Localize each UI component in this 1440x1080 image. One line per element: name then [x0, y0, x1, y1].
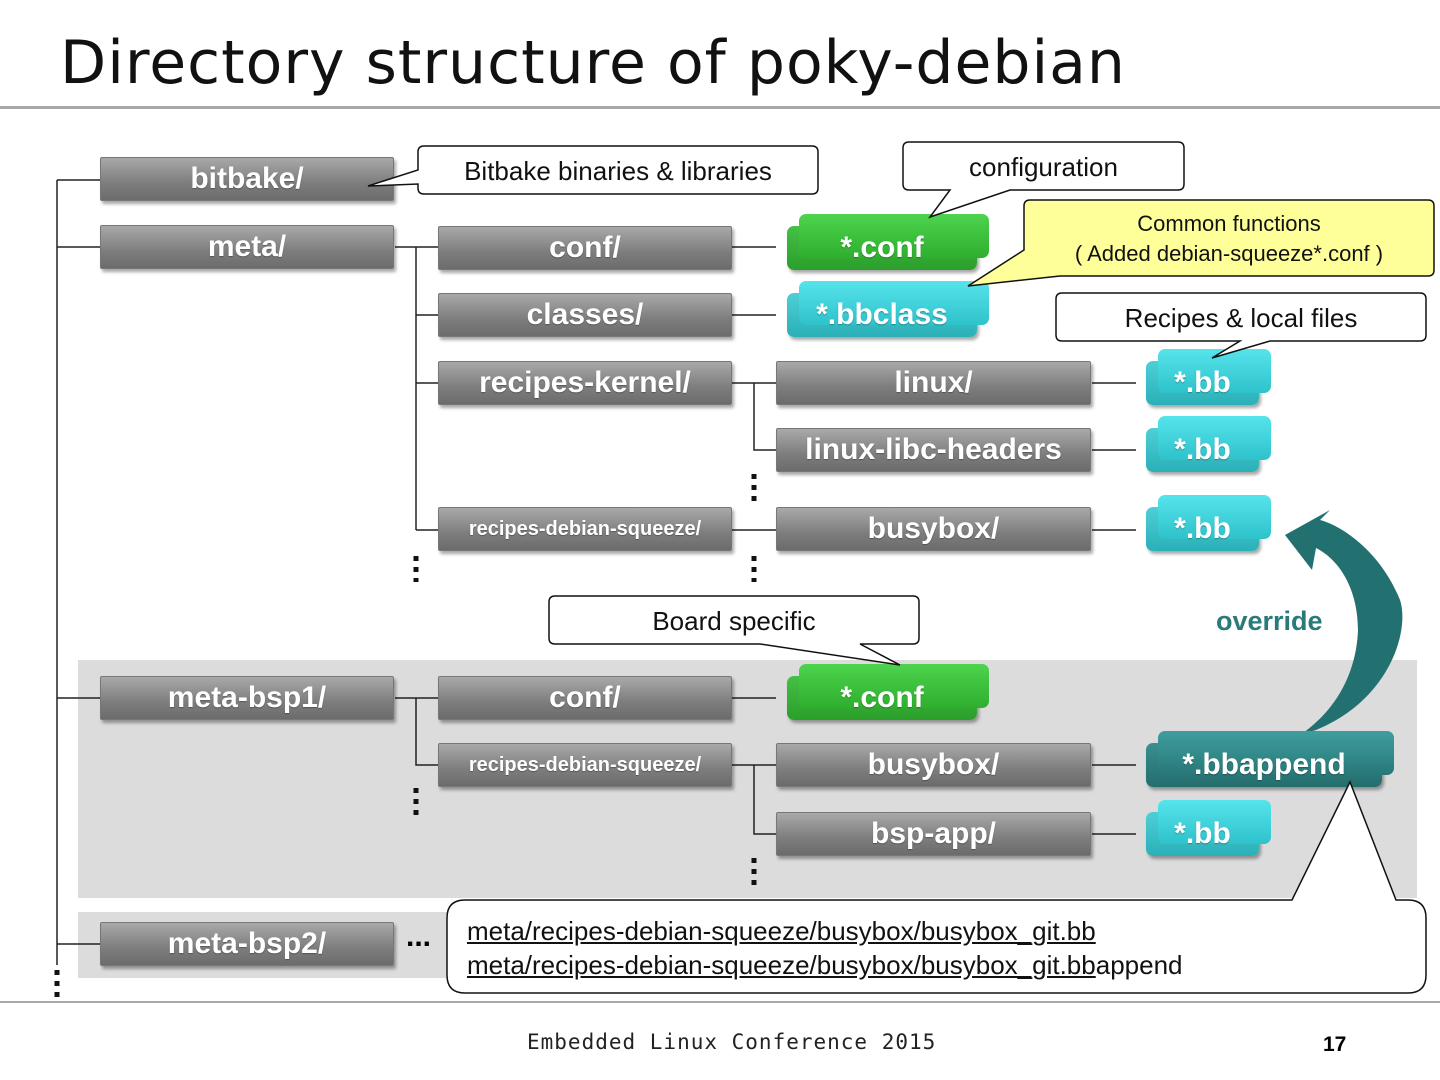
slide-title: Directory structure of poky-debian — [60, 28, 1126, 98]
dir-meta-bsp2[interactable]: meta-bsp2/ — [100, 922, 394, 966]
dir-meta-bsp1[interactable]: meta-bsp1/ — [100, 676, 394, 720]
callout-common-1: Common functions — [1137, 211, 1321, 236]
file-bb-linux[interactable]: *.bb — [1146, 361, 1259, 405]
bsp2-ellipsis: ... — [406, 920, 432, 953]
callout-recipes: Recipes & local files — [1124, 303, 1358, 333]
dir-linux[interactable]: linux/ — [776, 361, 1091, 405]
dir-bitbake[interactable]: bitbake/ — [100, 157, 394, 201]
dir-recipes-kernel[interactable]: recipes-kernel/ — [438, 361, 732, 405]
callout-board-specific: Board specific — [652, 606, 816, 636]
file-bsp-conf[interactable]: *.conf — [787, 676, 977, 720]
footer-rule — [0, 1001, 1440, 1003]
override-arrow — [1285, 510, 1403, 735]
title-rule — [0, 106, 1440, 109]
callout-configuration: configuration — [969, 152, 1118, 182]
path-callout: meta/recipes-debian-squeeze/busybox/busy… — [467, 914, 1183, 982]
dir-meta[interactable]: meta/ — [100, 225, 394, 269]
dir-recipes-debian-squeeze[interactable]: recipes-debian-squeeze/ — [438, 507, 732, 551]
file-bbclass[interactable]: *.bbclass — [787, 293, 977, 337]
bbappend-suffix: append — [1095, 950, 1183, 980]
dir-busybox[interactable]: busybox/ — [776, 507, 1091, 551]
dir-bsp-conf[interactable]: conf/ — [438, 676, 732, 720]
page-number: 17 — [1323, 1033, 1347, 1056]
bb-path-link[interactable]: meta/recipes-debian-squeeze/busybox/busy… — [467, 916, 1096, 946]
dir-conf[interactable]: conf/ — [438, 226, 732, 270]
footer-text: Embedded Linux Conference 2015 — [527, 1030, 937, 1054]
callout-bitbake: Bitbake binaries & libraries — [464, 156, 772, 186]
file-bb-linux-libc[interactable]: *.bb — [1146, 428, 1259, 472]
override-label: override — [1216, 606, 1323, 636]
bbappend-path-link[interactable]: meta/recipes-debian-squeeze/busybox/busy… — [467, 950, 1096, 980]
file-bb-bsp-app[interactable]: *.bb — [1146, 812, 1259, 856]
dir-bsp-app[interactable]: bsp-app/ — [776, 812, 1091, 856]
dir-linux-libc-headers[interactable]: linux-libc-headers — [776, 428, 1091, 472]
dir-bsp-busybox[interactable]: busybox/ — [776, 743, 1091, 787]
dir-bsp-recipes-debian-squeeze[interactable]: recipes-debian-squeeze/ — [438, 743, 732, 787]
file-bb-busybox[interactable]: *.bb — [1146, 507, 1259, 551]
file-bbappend[interactable]: *.bbappend — [1146, 743, 1382, 787]
file-conf[interactable]: *.conf — [787, 226, 977, 270]
callout-common-2: ( Added debian-squeeze*.conf ) — [1074, 241, 1384, 266]
dir-classes[interactable]: classes/ — [438, 293, 732, 337]
